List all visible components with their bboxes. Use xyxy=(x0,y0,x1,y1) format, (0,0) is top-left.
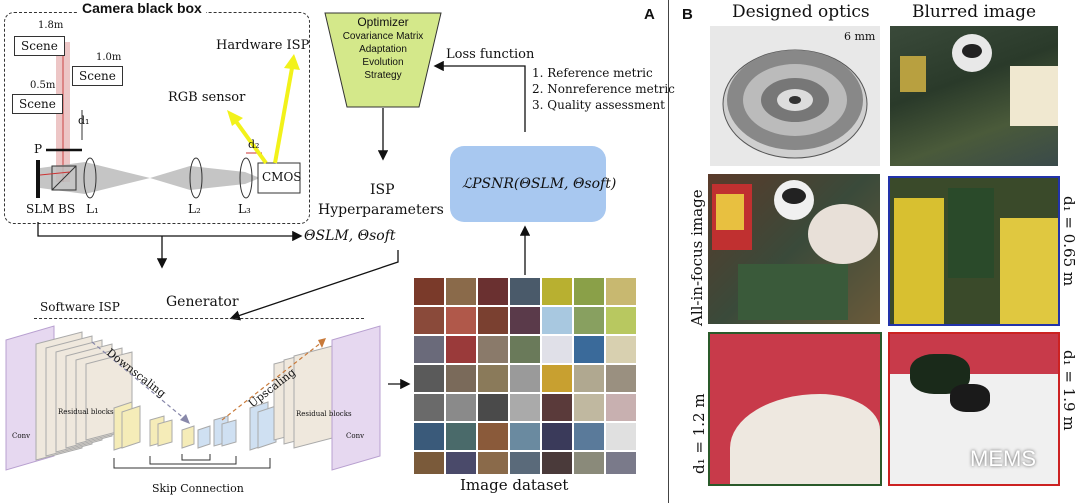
blurred-image-header: Blurred image xyxy=(912,2,1037,22)
image-dataset-label: Image dataset xyxy=(460,476,569,494)
lens-l1 xyxy=(83,157,97,199)
hyperparameters-label: Hyperparameters xyxy=(318,202,444,218)
scene-far: Scene xyxy=(14,36,65,56)
optimizer-line-4: Strategy xyxy=(364,70,402,81)
scene-near: Scene xyxy=(12,94,63,114)
image-dataset-grid xyxy=(414,278,636,474)
optimizer-title: Optimizer xyxy=(357,15,409,29)
loss-function-label: Loss function xyxy=(446,47,535,62)
optimizer-line-2: Adaptation xyxy=(359,44,407,55)
distance-near: 0.5m xyxy=(30,80,56,91)
metric-2: 2. Nonreference metric xyxy=(532,82,675,96)
label-d12: d₁ = 1.2 m xyxy=(690,393,708,474)
network-diagram xyxy=(5,325,381,471)
all-in-focus-label: All-in-focus image xyxy=(688,189,706,326)
horizontal-beam xyxy=(40,162,260,194)
panel-b-letter: B xyxy=(682,6,693,23)
distance-far: 1.8m xyxy=(38,20,64,31)
flow-arrows xyxy=(37,60,531,390)
conv-right-block xyxy=(331,325,381,471)
label-d065: d₁ = 0.65 m xyxy=(1060,196,1078,287)
optics-diagram xyxy=(36,42,301,199)
optimizer-shape xyxy=(324,12,442,108)
beam-splitter xyxy=(51,165,77,191)
optimizer-line-3: Evolution xyxy=(362,57,404,68)
label-d19: d₁ = 1.9 m xyxy=(1060,350,1078,431)
residual-left-label: Residual blocks xyxy=(58,408,114,416)
blurred-image xyxy=(890,26,1058,166)
beam-splitter-diag xyxy=(51,165,77,191)
l2-label: L₂ xyxy=(188,202,201,216)
slm-element xyxy=(36,160,40,198)
crop-d19 xyxy=(888,332,1060,486)
panel-divider xyxy=(668,0,669,503)
loss-formula: ℒPSNR(ΘSLM, Θsoft) xyxy=(462,176,617,192)
scene-mid: Scene xyxy=(72,66,123,86)
loss-formula-box xyxy=(450,146,606,222)
distance-mid: 1.0m xyxy=(96,52,122,63)
cmos-box xyxy=(257,162,301,194)
scale-label: 6 mm xyxy=(844,30,876,43)
metric-1: 1. Reference metric xyxy=(532,66,653,80)
software-isp-label: Software ISP xyxy=(40,300,120,314)
l3-label: L₃ xyxy=(238,202,251,216)
conv-right-label: Conv xyxy=(346,432,365,440)
l1-label: L₁ xyxy=(86,202,99,216)
camera-black-box-title: Camera black box xyxy=(78,0,206,16)
designed-optics-image xyxy=(710,26,880,166)
cmos-label: CMOS xyxy=(262,170,302,184)
theta-label: ΘSLM, Θsoft xyxy=(304,228,396,244)
all-in-focus-image xyxy=(708,174,880,324)
lens-l2 xyxy=(189,157,203,199)
d2-label: d₂ xyxy=(248,138,260,151)
p-label: P xyxy=(34,142,43,156)
mems-watermark: MEMS xyxy=(970,446,1036,471)
rgb-sensor-label: RGB sensor xyxy=(168,90,246,105)
crop-d12 xyxy=(708,332,882,486)
skip-connection-label: Skip Connection xyxy=(152,482,244,495)
generator-label: Generator xyxy=(166,294,239,310)
residual-right-label: Residual blocks xyxy=(296,410,352,418)
hardware-isp-label: Hardware ISP xyxy=(216,38,310,53)
designed-optics-header: Designed optics xyxy=(732,2,870,22)
d1-label: d₁ xyxy=(78,114,90,127)
lens-l3 xyxy=(239,157,253,199)
conv-left-label: Conv xyxy=(12,432,31,440)
yellow-arrow-isp xyxy=(273,67,294,164)
yellow-arrow-rgb xyxy=(233,118,268,165)
optimizer-line-1: Covariance Matrix xyxy=(342,31,424,42)
crop-d065 xyxy=(888,176,1060,326)
metric-3: 3. Quality assessment xyxy=(532,98,665,112)
slm-label: SLM xyxy=(26,202,55,216)
generator-dashline xyxy=(34,318,364,319)
optimizer-text: Optimizer Covariance Matrix Adaptation E… xyxy=(324,15,442,81)
bs-label: BS xyxy=(58,202,76,216)
panel-a-letter: A xyxy=(644,6,655,23)
red-ray xyxy=(39,171,71,176)
isp-label: ISP xyxy=(370,182,395,198)
